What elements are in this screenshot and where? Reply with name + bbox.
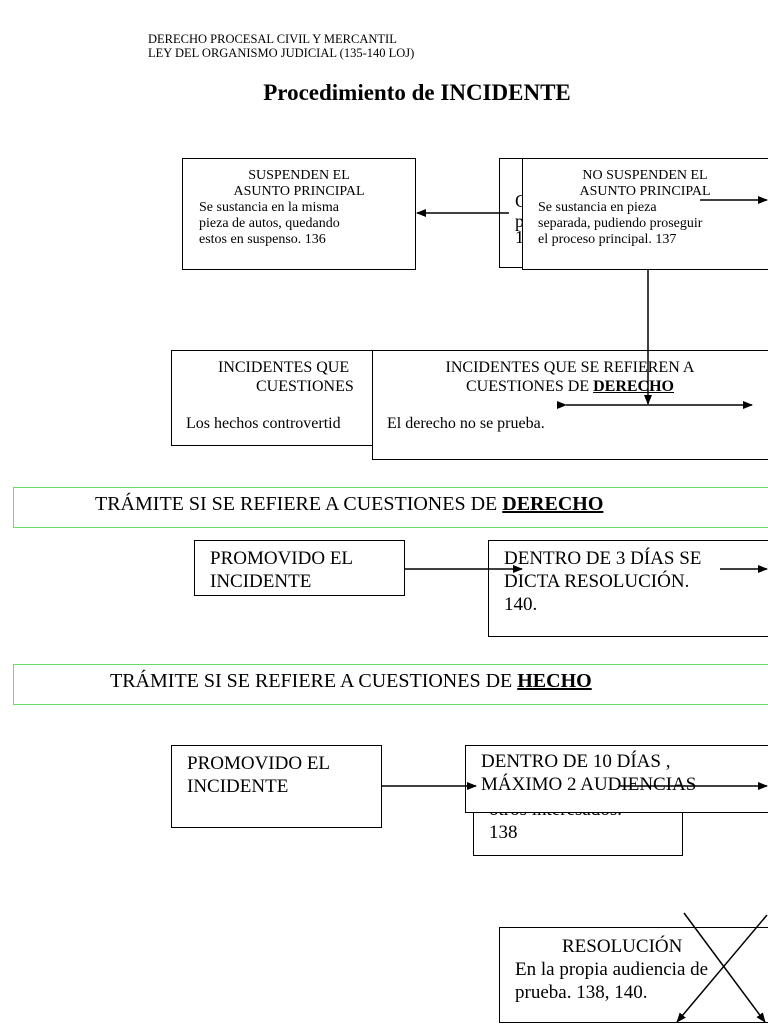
derecho-promovido-box: PROMOVIDO EL INCIDENTE xyxy=(194,540,405,596)
resolucion-body-1: En la propia audiencia de xyxy=(515,959,709,980)
resolucion-box: RESOLUCIÓN En la propia audiencia de pru… xyxy=(499,927,768,1023)
no-suspend-box: NO SUSPENDEN EL ASUNTO PRINCIPAL Se sust… xyxy=(522,158,768,270)
hidden-frag-2: p xyxy=(515,211,524,231)
derecho-dentro-box: DENTRO DE 3 DÍAS SE DICTA RESOLUCIÓN. 14… xyxy=(488,540,768,637)
hechos-title-2: CUESTIONES xyxy=(256,378,354,395)
section-derecho-emph: DERECHO xyxy=(502,493,604,515)
derecho-dentro-1: DENTRO DE 3 DÍAS SE xyxy=(504,548,702,569)
no-suspend-body-2: separada, pudiendo proseguir xyxy=(538,216,703,231)
derecho-promovido-1: PROMOVIDO EL xyxy=(210,548,354,569)
hecho-promovido-1: PROMOVIDO EL xyxy=(187,753,331,774)
hecho-promovido-2: INCIDENTE xyxy=(187,776,289,797)
suspend-box: SUSPENDEN EL ASUNTO PRINCIPAL Se sustanc… xyxy=(182,158,416,270)
suspend-title-1: SUSPENDEN EL xyxy=(248,168,350,183)
hidden-frag-3: 1 xyxy=(515,227,524,247)
hechos-title-1: INCIDENTES QUE xyxy=(218,359,350,376)
no-suspend-body-1: Se sustancia en pieza xyxy=(538,200,657,215)
section-hecho-emph: HECHO xyxy=(517,670,592,692)
derecho-dentro-2: DICTA RESOLUCIÓN. xyxy=(504,571,690,592)
resolucion-title: RESOLUCIÓN xyxy=(562,936,683,957)
derecho-body: El derecho no se prueba. xyxy=(387,415,545,432)
derecho-title-2-prefix: CUESTIONES DE xyxy=(465,378,594,395)
no-suspend-body-3: el proceso principal. 137 xyxy=(538,232,677,247)
suspend-body-1: Se sustancia en la misma xyxy=(199,200,339,215)
hecho-dentro-1: DENTRO DE 10 DÍAS , xyxy=(481,751,671,772)
derecho-promovido-2: INCIDENTE xyxy=(210,571,312,592)
hecho-dentro-2: MÁXIMO 2 AUDIENCIAS xyxy=(481,774,697,795)
section-derecho-prefix: TRÁMITE SI SE REFIERE A CUESTIONES DE xyxy=(95,493,503,515)
hechos-body: Los hechos controvertid xyxy=(186,415,341,432)
derecho-title-1: INCIDENTES QUE SE REFIEREN A xyxy=(445,359,695,376)
suspend-body-2: pieza de autos, quedando xyxy=(199,216,340,231)
hecho-dentro-box: DENTRO DE 10 DÍAS , MÁXIMO 2 AUDIENCIAS xyxy=(465,745,768,813)
derecho-dentro-3: 140. xyxy=(504,594,538,615)
hecho-promovido-box: PROMOVIDO EL INCIDENTE xyxy=(171,745,382,828)
derecho-title-2-emph: DERECHO xyxy=(593,378,674,395)
section-derecho-banner: TRÁMITE SI SE REFIERE A CUESTIONES DE DE… xyxy=(13,487,768,528)
section-hecho-banner: TRÁMITE SI SE REFIERE A CUESTIONES DE HE… xyxy=(13,664,768,705)
suspend-title-2: ASUNTO PRINCIPAL xyxy=(233,184,365,199)
hechos-box: INCIDENTES QUE CUESTIONES Los hechos con… xyxy=(171,350,391,446)
cross-line-1 xyxy=(683,912,766,1023)
hecho-behind-2: 138 xyxy=(489,822,518,843)
suspend-body-3: estos en suspenso. 136 xyxy=(199,232,326,247)
resolucion-body-2: prueba. 138, 140. xyxy=(515,982,648,1003)
no-suspend-title-2: ASUNTO PRINCIPAL xyxy=(579,184,711,199)
cross-line-2 xyxy=(676,914,768,1023)
page-title: Procedimiento de INCIDENTE xyxy=(263,80,571,105)
header-line-2: LEY DEL ORGANISMO JUDICIAL (135-140 LOJ) xyxy=(148,46,415,60)
header-line-1: DERECHO PROCESAL CIVIL Y MERCANTIL xyxy=(148,32,397,46)
section-hecho-prefix: TRÁMITE SI SE REFIERE A CUESTIONES DE xyxy=(110,670,518,692)
no-suspend-title-1: NO SUSPENDEN EL xyxy=(582,168,708,183)
